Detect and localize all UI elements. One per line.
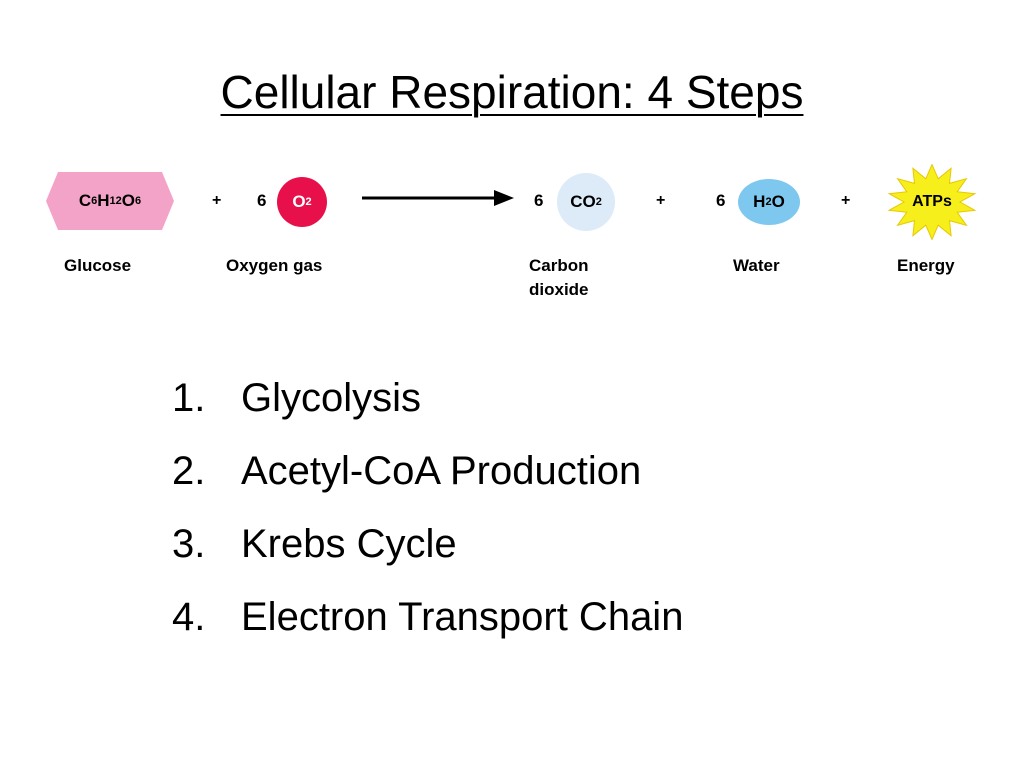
atp-starburst-icon — [887, 164, 977, 240]
list-item: 3. Krebs Cycle — [172, 512, 683, 585]
co2-coefficient: 6 — [534, 191, 544, 210]
plus-sign: + — [656, 192, 666, 209]
oxygen-label: Oxygen gas — [226, 256, 323, 275]
energy-label: Energy — [897, 256, 955, 275]
steps-list: 1. Glycolysis 2. Acetyl-CoA Production 3… — [172, 366, 683, 658]
step-number: 1. — [172, 376, 206, 420]
step-text: Electron Transport Chain — [241, 595, 684, 639]
oxygen-molecule-shape — [277, 177, 327, 227]
step-number: 3. — [172, 522, 206, 566]
atp-text: ATPs — [912, 193, 952, 210]
list-item: 1. Glycolysis — [172, 366, 683, 439]
step-number: 4. — [172, 595, 206, 639]
co2-molecule-shape — [557, 173, 615, 231]
water-coefficient: 6 — [716, 191, 726, 210]
water-label: Water — [733, 256, 780, 275]
reaction-arrow-icon — [362, 190, 514, 206]
glucose-label: Glucose — [64, 256, 132, 275]
list-item: 4. Electron Transport Chain — [172, 585, 683, 658]
plus-sign: + — [841, 192, 851, 209]
oxygen-coefficient: 6 — [257, 191, 267, 210]
step-text: Acetyl-CoA Production — [241, 449, 642, 493]
plus-sign: + — [212, 192, 222, 209]
step-text: Krebs Cycle — [241, 522, 457, 566]
slide-title: Cellular Respiration: 4 Steps — [0, 64, 1024, 120]
glucose-shape — [46, 172, 174, 230]
slide-title-text: Cellular Respiration: 4 Steps — [220, 66, 804, 118]
step-number: 2. — [172, 449, 206, 493]
water-molecule-shape — [738, 179, 800, 225]
step-text: Glycolysis — [241, 376, 422, 420]
list-item: 2. Acetyl-CoA Production — [172, 439, 683, 512]
co2-label-line2: dioxide — [529, 280, 589, 299]
co2-label-line1: Carbon — [529, 256, 589, 275]
